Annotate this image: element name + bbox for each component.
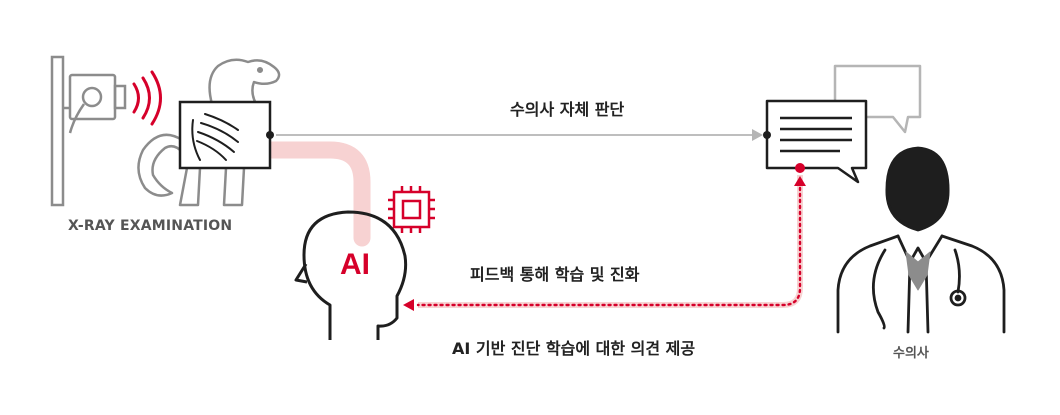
feedback-arrow (403, 175, 806, 311)
ai-head-text: AI (340, 248, 370, 281)
radio-waves-icon (132, 70, 162, 126)
dog-icon (137, 58, 281, 207)
xray-machine-icon (50, 55, 127, 207)
direct-judgment-arrow (276, 129, 763, 141)
ai-opinion-label: AI 기반 진단 학습에 대한 의견 제공 (452, 339, 696, 358)
chip-icon (388, 186, 435, 233)
chest-xray-panel (178, 100, 274, 170)
feedback-label: 피드백 통해 학습 및 진화 (470, 265, 640, 284)
veterinarian-icon (836, 146, 1006, 334)
speech-bubble-icon (763, 64, 922, 184)
direct-judgment-label: 수의사 자체 판단 (510, 100, 625, 119)
vet-label: 수의사 (893, 346, 929, 361)
ai-analysis-path (263, 141, 371, 247)
ai-head-icon: AI (294, 210, 408, 340)
xray-examination-label: X-RAY EXAMINATION (68, 218, 233, 234)
